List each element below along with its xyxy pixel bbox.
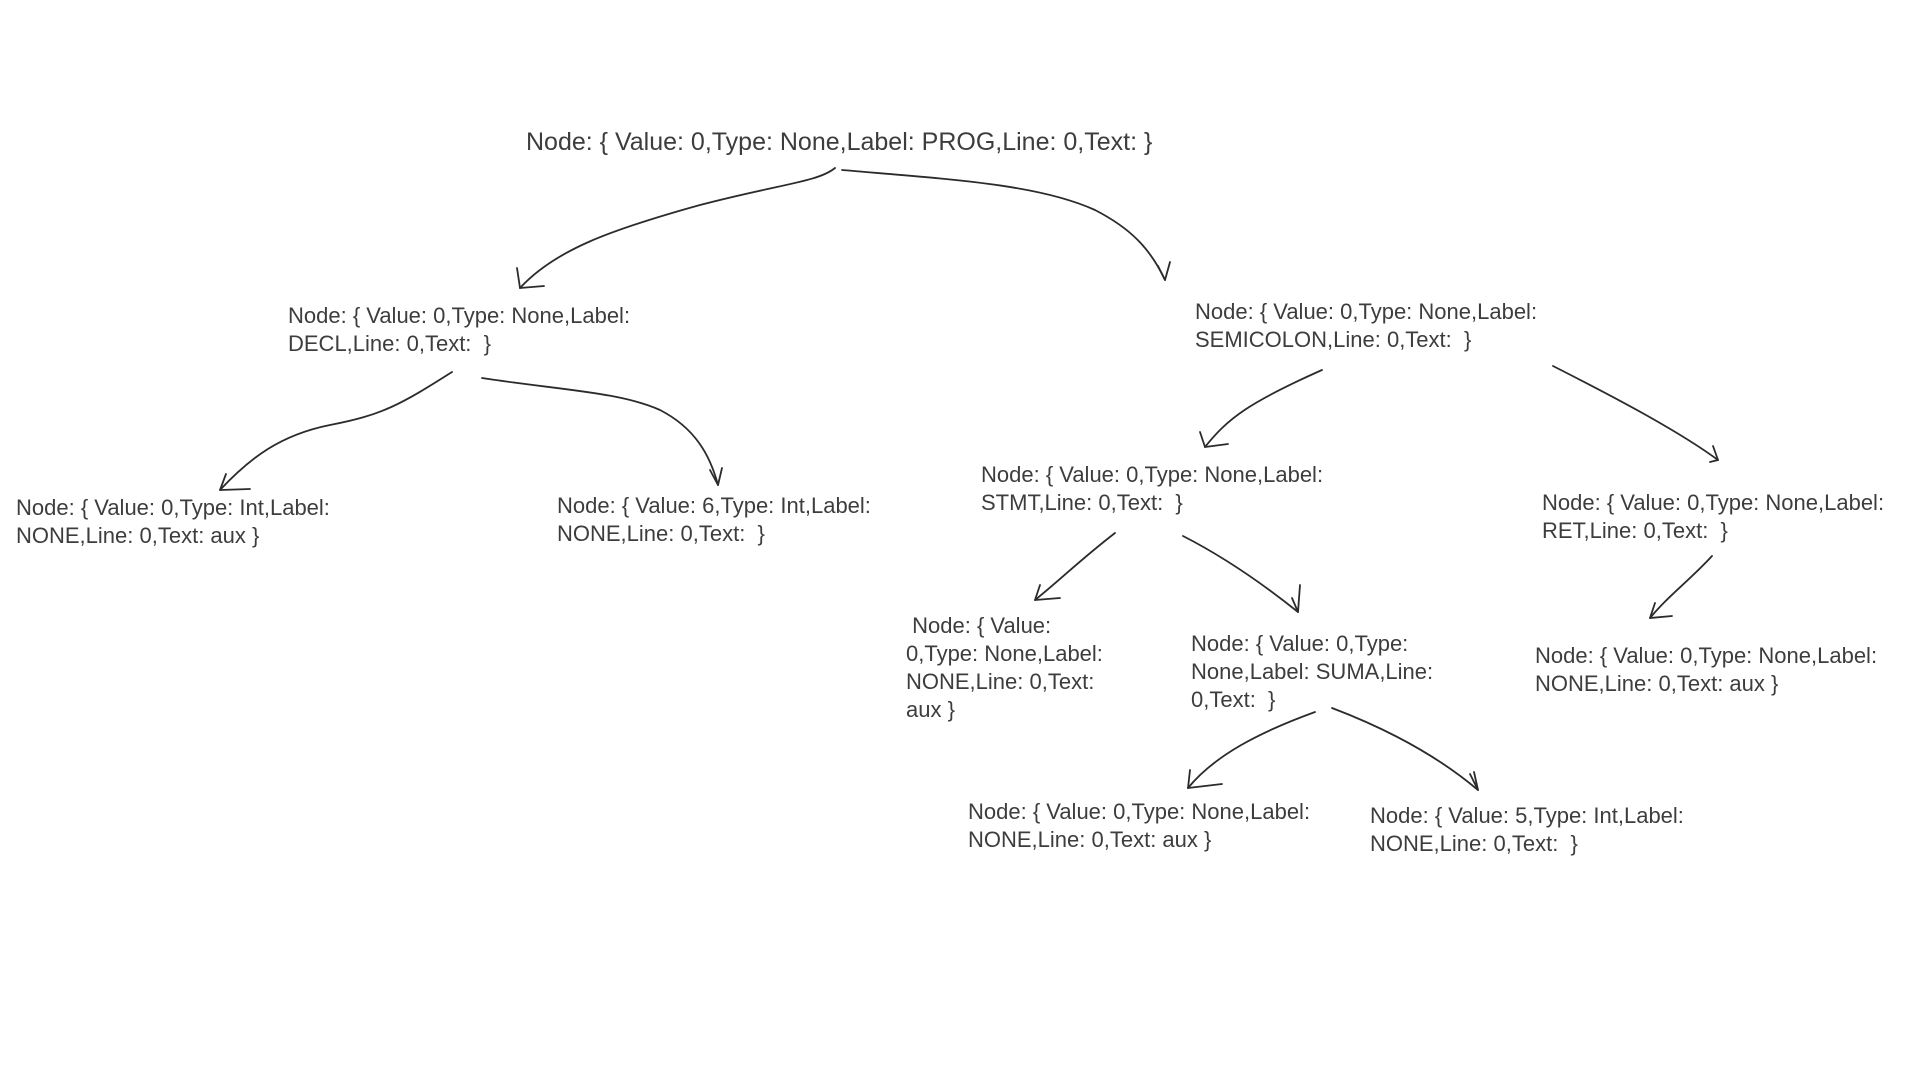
edge-decl-to-int-6 xyxy=(481,377,723,486)
edge-suma-to-int-5 xyxy=(1331,707,1479,791)
node-suma-int-5: Node: { Value: 5,Type: Int,Label: NONE,L… xyxy=(1370,803,1684,856)
edge-stmt-to-suma xyxy=(1182,535,1301,613)
edge-decl-to-int-aux xyxy=(219,371,453,491)
edge-suma-to-aux xyxy=(1187,711,1316,789)
node-semicolon: Node: { Value: 0,Type: None,Label: SEMIC… xyxy=(1195,299,1538,352)
edge-semicolon-to-ret xyxy=(1552,365,1719,463)
node-stmt: Node: { Value: 0,Type: None,Label: STMT,… xyxy=(981,462,1324,515)
node-prog: Node: { Value: 0,Type: None,Label: PROG,… xyxy=(526,128,1153,156)
node-decl-int-6: Node: { Value: 6,Type: Int,Label: NONE,L… xyxy=(557,493,871,546)
node-decl-int-aux: Node: { Value: 0,Type: Int,Label: NONE,L… xyxy=(16,495,330,548)
edge-stmt-to-aux xyxy=(1034,532,1116,601)
node-stmt-aux: Node: { Value: 0,Type: None,Label: NONE,… xyxy=(906,613,1103,722)
node-suma: Node: { Value: 0,Type: None,Label: SUMA,… xyxy=(1191,631,1434,712)
edge-ret-to-aux xyxy=(1649,555,1713,619)
edge-semicolon-to-stmt xyxy=(1199,369,1323,448)
node-suma-aux: Node: { Value: 0,Type: None,Label: NONE,… xyxy=(968,799,1311,852)
edge-prog-to-semicolon xyxy=(841,169,1171,281)
node-decl: Node: { Value: 0,Type: None,Label: DECL,… xyxy=(288,303,631,356)
node-ret: Node: { Value: 0,Type: None,Label: RET,L… xyxy=(1542,490,1885,543)
edge-prog-to-decl xyxy=(516,167,836,289)
node-ret-aux: Node: { Value: 0,Type: None,Label: NONE,… xyxy=(1535,643,1878,696)
